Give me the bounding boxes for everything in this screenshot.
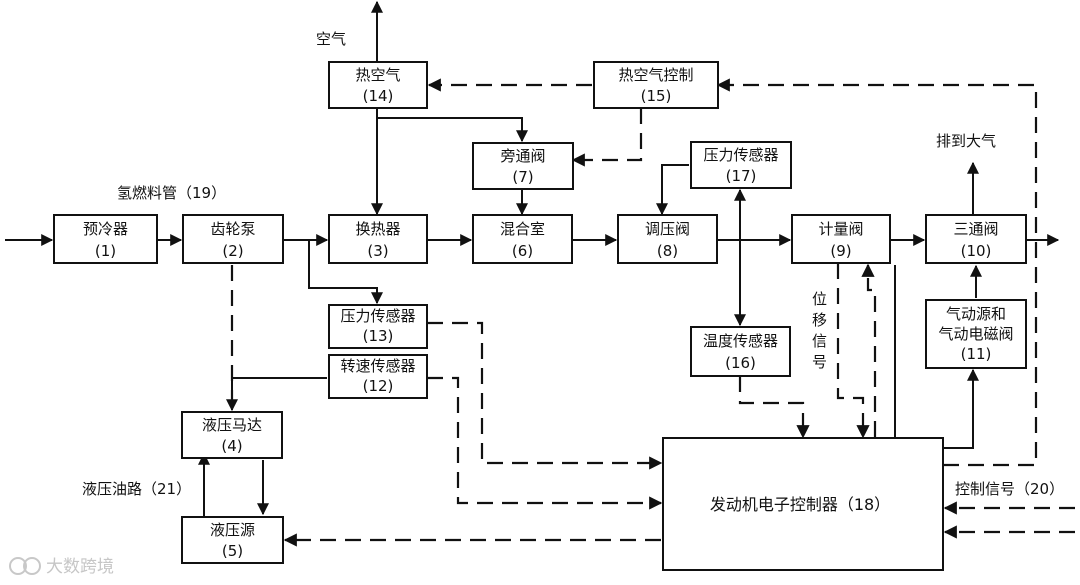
watermark-logo-icon — [23, 557, 41, 575]
flow-speed-sensor-to-motor — [226, 377, 327, 412]
node-number: (12) — [363, 377, 394, 395]
node-label: 计量阀 — [818, 220, 863, 238]
node-label-line2: 气动电磁阀 — [938, 325, 1013, 343]
flow-sensor17-to-regulator — [656, 164, 689, 216]
node-number: (4) — [221, 437, 242, 455]
node-label: 热空气 — [355, 66, 400, 84]
label-displacement-char: 号 — [812, 353, 827, 371]
node-engine-electronic-controller: 发动机电子控制器（18） — [662, 437, 944, 571]
node-label-line1: 气动源和 — [946, 305, 1006, 323]
watermark-logo-icon — [9, 557, 27, 575]
node-label: 液压马达 — [202, 416, 262, 434]
node-number: (11) — [961, 345, 992, 363]
node-label: 换热器 — [355, 220, 400, 238]
node-label: 齿轮泵 — [210, 220, 255, 238]
flow-ecu-to-pneumatic — [943, 368, 979, 449]
signal-ecu-to-hot-air-control — [716, 78, 1038, 467]
node-number: (14) — [363, 87, 394, 105]
node-metering-valve: 计量阀 (9) — [791, 214, 891, 264]
flow-hot-air-to-bypass — [377, 117, 528, 143]
node-label: 旁通阀 — [500, 147, 545, 165]
node-precooler: 预冷器 (1) — [53, 214, 158, 264]
node-label: 转速传感器 — [340, 357, 415, 375]
flow-pump-to-sensor13 — [308, 240, 383, 305]
signal-sensor13-to-ecu — [427, 321, 663, 470]
node-temperature-sensor: 温度传感器 (16) — [690, 326, 791, 377]
label-fuel-pipe: 氢燃料管（19） — [117, 184, 226, 202]
node-number: (13) — [363, 327, 394, 345]
watermark: 大数跨境 — [9, 557, 114, 577]
node-hydraulic-motor: 液压马达 (4) — [181, 411, 283, 459]
signal-ecu-to-metering — [861, 263, 877, 437]
label-displacement-char: 信 — [812, 332, 827, 350]
node-number: (5) — [222, 542, 243, 560]
node-label: 发动机电子控制器（18） — [710, 495, 890, 514]
node-number: (2) — [222, 242, 243, 260]
label-displacement-char: 移 — [812, 311, 827, 329]
node-label: 预冷器 — [83, 220, 128, 238]
node-gear-pump: 齿轮泵 (2) — [182, 214, 284, 264]
node-bypass-valve: 旁通阀 (7) — [472, 142, 574, 190]
node-pressure-sensor-13: 压力传感器 (13) — [328, 304, 428, 349]
node-pneumatic-source: 气动源和 气动电磁阀 (11) — [925, 299, 1027, 369]
node-label: 液压源 — [210, 521, 255, 539]
node-number: (8) — [657, 242, 678, 260]
label-displacement-char: 位 — [812, 290, 827, 308]
node-label: 温度传感器 — [703, 332, 778, 350]
signal-control-to-bypass — [571, 108, 643, 167]
label-control-signal: 控制信号（20） — [955, 480, 1064, 498]
node-three-way-valve: 三通阀 (10) — [925, 214, 1027, 264]
node-number: (6) — [512, 242, 533, 260]
label-air: 空气 — [316, 30, 346, 48]
node-number: (16) — [725, 354, 756, 372]
node-hot-air-control: 热空气控制 (15) — [593, 61, 719, 109]
node-label: 压力传感器 — [340, 307, 415, 325]
node-label: 调压阀 — [645, 220, 690, 238]
node-label: 热空气控制 — [618, 66, 693, 84]
node-mixing-chamber: 混合室 (6) — [472, 214, 573, 264]
node-pressure-sensor-17: 压力传感器 (17) — [690, 141, 792, 189]
node-label: 混合室 — [500, 220, 545, 238]
node-pressure-regulating-valve: 调压阀 (8) — [617, 214, 718, 264]
node-number: (3) — [367, 242, 388, 260]
watermark-text: 大数跨境 — [46, 557, 114, 577]
node-hydraulic-source: 液压源 (5) — [181, 516, 284, 564]
dashed-signal-lines — [230, 78, 1075, 547]
node-heat-exchanger: 换热器 (3) — [328, 214, 428, 264]
node-number: (17) — [726, 167, 757, 185]
node-label: 压力传感器 — [703, 146, 778, 164]
node-number: (10) — [961, 242, 992, 260]
node-number: (9) — [830, 242, 851, 260]
node-hot-air: 热空气 (14) — [328, 61, 428, 109]
signal-temp-to-ecu — [738, 376, 810, 439]
node-speed-sensor: 转速传感器 (12) — [328, 354, 428, 399]
label-hydraulic-line: 液压油路（21） — [82, 480, 191, 498]
node-label: 三通阀 — [953, 220, 998, 238]
label-exhaust: 排到大气 — [936, 132, 996, 150]
signal-speed-to-ecu — [427, 376, 663, 510]
node-number: (1) — [95, 242, 116, 260]
signal-metering-displacement — [836, 263, 870, 439]
node-number: (7) — [512, 168, 533, 186]
node-number: (15) — [641, 87, 672, 105]
